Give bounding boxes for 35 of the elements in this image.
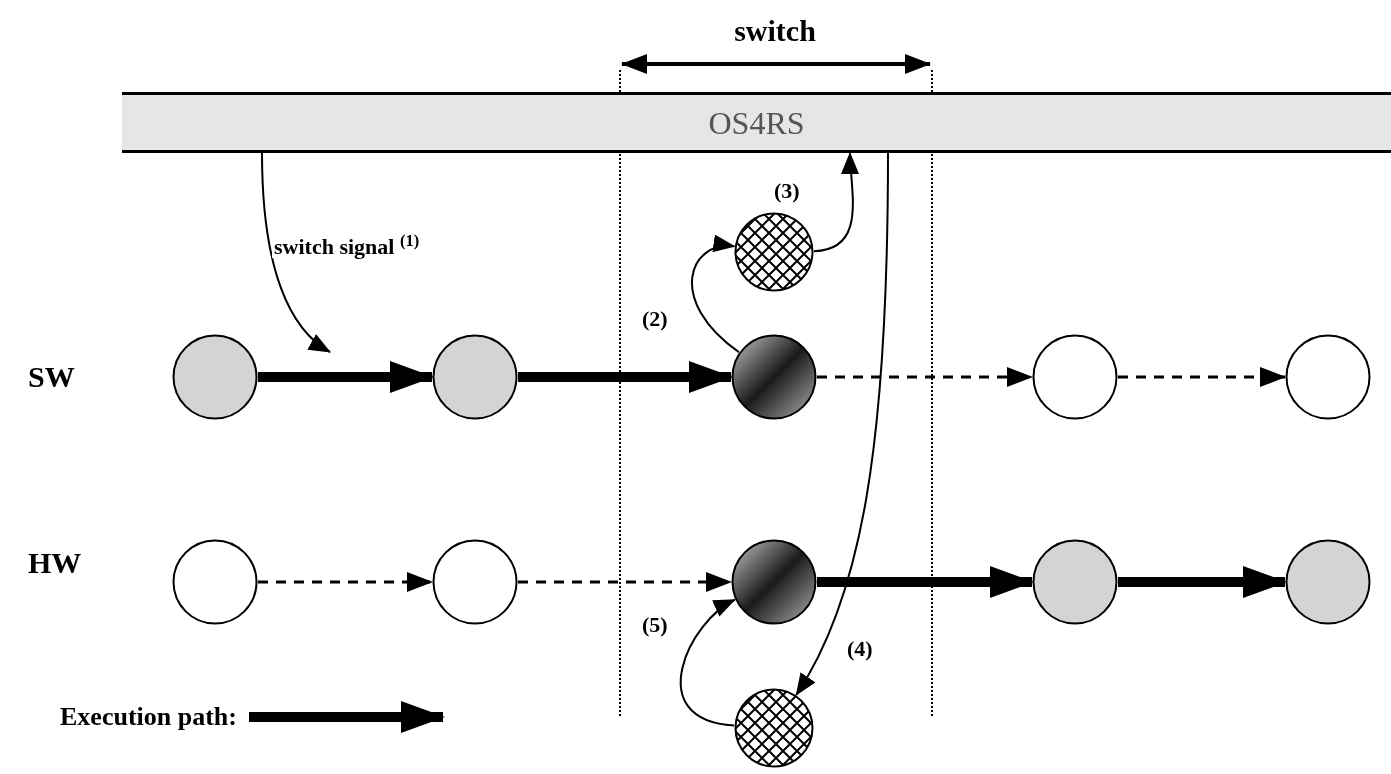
dimension-label: switch xyxy=(733,16,817,46)
arrow xyxy=(518,572,732,592)
legend-label: Execution path: xyxy=(60,701,237,733)
arrow xyxy=(795,152,889,696)
row-label: SW xyxy=(28,362,76,392)
edge-label: (2) xyxy=(640,308,670,330)
state-circle xyxy=(731,334,817,420)
state-circle xyxy=(731,539,817,625)
arrow xyxy=(679,598,736,727)
hatched-circle xyxy=(734,688,814,768)
state-circle xyxy=(1032,334,1118,420)
arrow xyxy=(813,152,860,253)
state-circle xyxy=(1285,539,1371,625)
arrow xyxy=(518,361,733,393)
state-circle xyxy=(1032,539,1118,625)
state-circle xyxy=(432,334,518,420)
arrow xyxy=(1118,367,1286,387)
edge-label: (3) xyxy=(772,180,802,202)
system-bar xyxy=(122,92,1391,153)
arrow xyxy=(817,566,1034,598)
state-circle xyxy=(172,334,258,420)
edge-label: (5) xyxy=(640,614,670,636)
arrow xyxy=(691,236,740,354)
state-circle xyxy=(172,539,258,625)
edge-label: (4) xyxy=(845,638,875,660)
edge-label: switch signal $^{(1)}$ xyxy=(272,236,422,258)
row-label: HW xyxy=(28,548,83,578)
arrow xyxy=(1118,566,1287,598)
arrow xyxy=(258,361,434,393)
arrow xyxy=(817,367,1033,387)
hatched-circle xyxy=(734,212,814,292)
state-circle xyxy=(1285,334,1371,420)
arrow xyxy=(258,572,433,592)
arrow xyxy=(261,152,331,353)
state-circle xyxy=(432,539,518,625)
